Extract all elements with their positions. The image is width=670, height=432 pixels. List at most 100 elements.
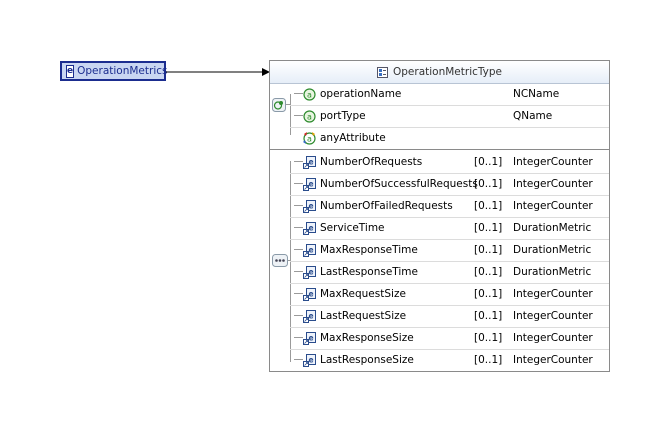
attribute-icon: a — [303, 88, 316, 101]
element-name: MaxResponseTime — [320, 244, 418, 256]
attribute-row[interactable]: a operationName NCName — [270, 83, 609, 105]
element-ref-icon: e — [303, 266, 316, 279]
tree-connector — [294, 271, 303, 272]
row-separator — [290, 261, 609, 262]
tree-connector — [294, 161, 303, 162]
attribute-tree-line — [290, 94, 291, 135]
svg-text:e: e — [308, 268, 313, 277]
element-ref-icon: e — [303, 310, 316, 323]
element-type: IntegerCounter — [513, 200, 593, 212]
row-separator — [290, 217, 609, 218]
element-ref-icon: e — [303, 332, 316, 345]
tree-connector — [294, 249, 303, 250]
element-name: NumberOfFailedRequests — [320, 200, 453, 212]
element-type: IntegerCounter — [513, 288, 593, 300]
type-reference-arrow — [166, 68, 270, 76]
any-attribute-icon: a — [303, 132, 316, 145]
element-name: MaxResponseSize — [320, 332, 414, 344]
svg-text:a: a — [307, 135, 312, 144]
tree-connector — [294, 315, 303, 316]
attribute-name: portType — [320, 110, 366, 122]
element-name: NumberOfRequests — [320, 156, 423, 168]
element-type: IntegerCounter — [513, 178, 593, 190]
complex-type-box[interactable]: OperationMetricType a operationName NCName… — [269, 60, 610, 372]
tree-connector — [294, 227, 303, 228]
element-row[interactable]: e LastResponseSize [0..1] IntegerCounter — [270, 349, 609, 371]
svg-text:e: e — [308, 202, 313, 211]
cardinality: [0..1] — [474, 156, 503, 168]
row-separator — [290, 327, 609, 328]
row-separator — [290, 105, 609, 106]
tree-connector — [294, 359, 303, 360]
element-row[interactable]: e NumberOfFailedRequests [0..1] IntegerCoun… — [270, 195, 609, 217]
svg-text:e: e — [308, 290, 313, 299]
svg-text:e: e — [308, 158, 313, 167]
element-type: DurationMetric — [513, 244, 592, 256]
sequence-stub — [288, 260, 290, 261]
element-type: IntegerCounter — [513, 354, 593, 366]
svg-text:e: e — [308, 312, 313, 321]
row-separator — [290, 283, 609, 284]
svg-text:e: e — [308, 224, 313, 233]
svg-text:e: e — [308, 246, 313, 255]
row-separator — [290, 305, 609, 306]
element-name: NumberOfSuccessfulRequests — [320, 178, 478, 190]
element-name: MaxRequestSize — [320, 288, 406, 300]
type-name: OperationMetricType — [392, 66, 502, 78]
element-ref-icon: e — [303, 200, 316, 213]
element-ref-icon: e — [303, 222, 316, 235]
attribute-name: operationName — [320, 88, 402, 100]
element-icon: e — [66, 64, 75, 78]
cardinality: [0..1] — [474, 200, 503, 212]
element-node-operation-metrics[interactable]: e OperationMetrics — [60, 61, 168, 81]
cardinality: [0..1] — [474, 222, 503, 234]
element-row[interactable]: e NumberOfRequests [0..1] IntegerCounter — [270, 151, 609, 173]
element-ref-icon: e — [303, 178, 316, 191]
row-separator — [290, 195, 609, 196]
element-row[interactable]: e LastResponseTime [0..1] DurationMetric — [270, 261, 609, 283]
tree-connector — [294, 293, 303, 294]
complex-type-icon — [376, 66, 388, 78]
svg-text:e: e — [308, 334, 313, 343]
sequence-icon — [272, 254, 288, 267]
element-type: IntegerCounter — [513, 310, 593, 322]
element-name: LastResponseSize — [320, 354, 414, 366]
element-row[interactable]: e MaxResponseTime [0..1] DurationMetric — [270, 239, 609, 261]
cardinality: [0..1] — [474, 310, 503, 322]
row-separator — [290, 127, 609, 128]
element-type: DurationMetric — [513, 266, 592, 278]
cardinality: [0..1] — [474, 244, 503, 256]
element-type: DurationMetric — [513, 222, 592, 234]
tree-connector — [294, 337, 303, 338]
element-ref-icon: e — [303, 244, 316, 257]
row-separator — [290, 349, 609, 350]
tree-connector — [294, 93, 303, 94]
attribute-type: NCName — [513, 88, 560, 100]
svg-text:e: e — [308, 356, 313, 365]
element-type: IntegerCounter — [513, 332, 593, 344]
element-ref-icon: e — [303, 288, 316, 301]
element-name: LastResponseTime — [320, 266, 418, 278]
element-label: OperationMetrics — [77, 65, 168, 77]
svg-text:a: a — [307, 113, 312, 122]
attribute-row[interactable]: a portType QName — [270, 105, 609, 127]
attribute-group-icon — [272, 98, 286, 112]
row-separator — [290, 173, 609, 174]
element-type: IntegerCounter — [513, 156, 593, 168]
attribute-type: QName — [513, 110, 553, 122]
attribute-group-stub — [286, 104, 290, 105]
row-separator — [290, 239, 609, 240]
cardinality: [0..1] — [474, 266, 503, 278]
attribute-icon: a — [303, 110, 316, 123]
element-name: ServiceTime — [320, 222, 385, 234]
svg-text:e: e — [308, 180, 313, 189]
tree-connector — [294, 115, 303, 116]
svg-text:a: a — [307, 91, 312, 100]
element-row[interactable]: e ServiceTime [0..1] DurationMetric — [270, 217, 609, 239]
cardinality: [0..1] — [474, 354, 503, 366]
